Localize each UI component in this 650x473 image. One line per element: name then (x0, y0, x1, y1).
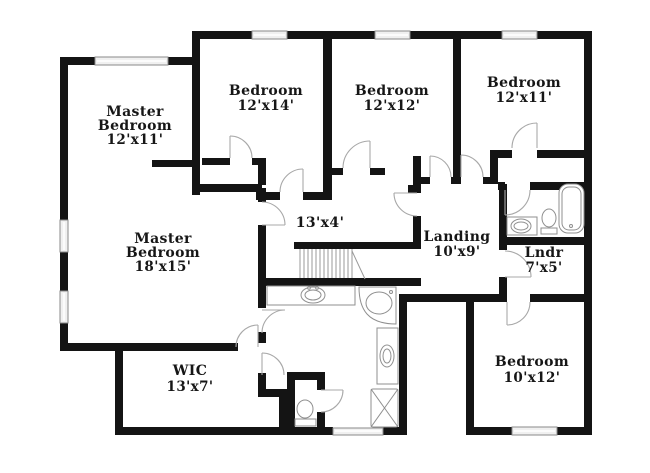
toilet (294, 399, 317, 427)
window (501, 30, 538, 40)
master-bathroom-fixtures (266, 285, 399, 428)
door-wic-from-master (235, 324, 259, 348)
room-hallway: 13'x4' (296, 215, 345, 231)
door-hall-bath (504, 189, 531, 216)
door-bedroom-12x14 (279, 168, 304, 193)
window (251, 30, 288, 40)
staircase (299, 249, 366, 280)
room-label: Master (134, 231, 192, 247)
window (59, 219, 69, 253)
window (374, 30, 411, 40)
room-label: Bedroom (487, 75, 561, 91)
window (332, 427, 384, 436)
room-label: Bedroom (355, 83, 429, 99)
room-label: Master (106, 104, 164, 120)
window (59, 290, 69, 324)
door-wic-from-bath (261, 352, 285, 376)
door-bedroom-10x12 (506, 301, 531, 326)
vanity-sink (266, 285, 356, 306)
room-dimensions: 10'x12' (504, 370, 561, 386)
room-dimensions: 12'x14' (238, 98, 295, 114)
room-dimensions: 12'x11' (107, 132, 164, 148)
room-label: Bedroom (229, 83, 303, 99)
door-master-from-hall (261, 201, 286, 226)
corner-tub (358, 286, 397, 325)
room-bedroom-12x12: Bedroom 12'x12' (355, 83, 429, 114)
room-label: Lndr (525, 245, 564, 261)
door-linen-closet (429, 155, 452, 178)
door-closet-12x14 (229, 135, 253, 159)
stair-run-line (351, 250, 366, 280)
door-bedroom-12x12 (342, 140, 371, 169)
window (511, 426, 558, 436)
room-label: Landing (424, 229, 491, 245)
door-laundry (504, 250, 532, 278)
room-dimensions: 12'x12' (364, 98, 421, 114)
shower (370, 388, 399, 428)
room-dimensions: 13'x4' (296, 215, 345, 231)
room-master-bedroom-main: Master Bedroom 18'x15' (126, 231, 200, 275)
room-labels: Master Bedroom 12'x11' Bedroom 12'x14' B… (98, 75, 569, 395)
room-dimensions: 13'x7' (167, 379, 214, 395)
room-dimensions: 10'x9' (434, 244, 481, 260)
bathtub (558, 183, 585, 234)
toilet (540, 208, 558, 235)
room-bedroom-12x11: Bedroom 12'x11' (487, 75, 561, 106)
room-landing: Landing 10'x9' (424, 229, 491, 260)
door-master-bath (261, 309, 286, 334)
vanity-sink (506, 216, 538, 236)
room-label: Bedroom (495, 354, 569, 370)
vanity-sink-2 (376, 327, 399, 385)
room-laundry: Lndr 7'x5' (525, 245, 564, 276)
room-dimensions: 18'x15' (135, 259, 192, 275)
room-label: Bedroom (98, 118, 172, 134)
door-bedroom-12x11 (511, 122, 538, 149)
room-label: Bedroom (126, 245, 200, 261)
doors (229, 122, 538, 413)
room-dimensions: 7'x5' (525, 260, 562, 276)
room-master-bedroom-upper: Master Bedroom 12'x11' (98, 104, 172, 148)
room-bedroom-12x14: Bedroom 12'x14' (229, 83, 303, 114)
door-landing (393, 192, 418, 217)
door-water-closet (320, 389, 344, 413)
room-wic: WIC 13'x7' (167, 363, 214, 395)
hall-bathroom-fixtures (506, 183, 585, 236)
room-bedroom-10x12: Bedroom 10'x12' (495, 354, 569, 386)
room-dimensions: 12'x11' (496, 90, 553, 106)
windows (59, 30, 558, 436)
window (94, 56, 169, 66)
door-hall-closet (460, 154, 484, 178)
room-label: WIC (172, 363, 208, 379)
